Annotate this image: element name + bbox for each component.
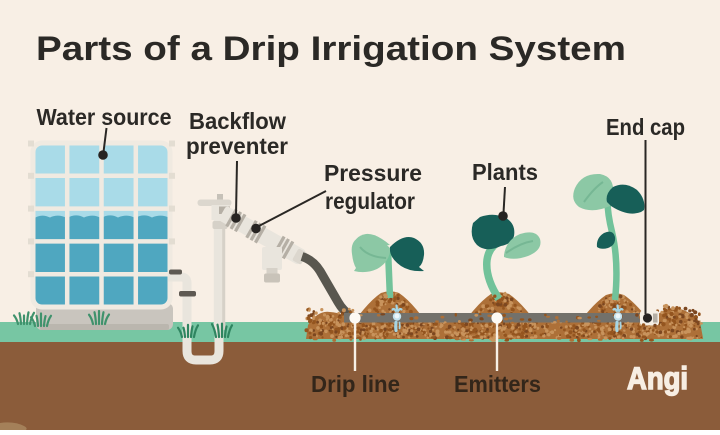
svg-text:Drip line: Drip line: [311, 371, 400, 397]
svg-text:End cap: End cap: [606, 114, 685, 140]
svg-text:Backflow: Backflow: [189, 108, 286, 134]
svg-text:Plants: Plants: [472, 159, 538, 185]
svg-text:Emitters: Emitters: [454, 371, 541, 397]
svg-text:regulator: regulator: [325, 188, 415, 214]
svg-text:Parts of a Drip Irrigation Sys: Parts of a Drip Irrigation System: [36, 30, 626, 68]
svg-text:Water source: Water source: [37, 104, 172, 130]
svg-text:Pressure: Pressure: [324, 160, 422, 186]
svg-text:Angi: Angi: [627, 360, 688, 396]
svg-text:preventer: preventer: [186, 133, 288, 159]
